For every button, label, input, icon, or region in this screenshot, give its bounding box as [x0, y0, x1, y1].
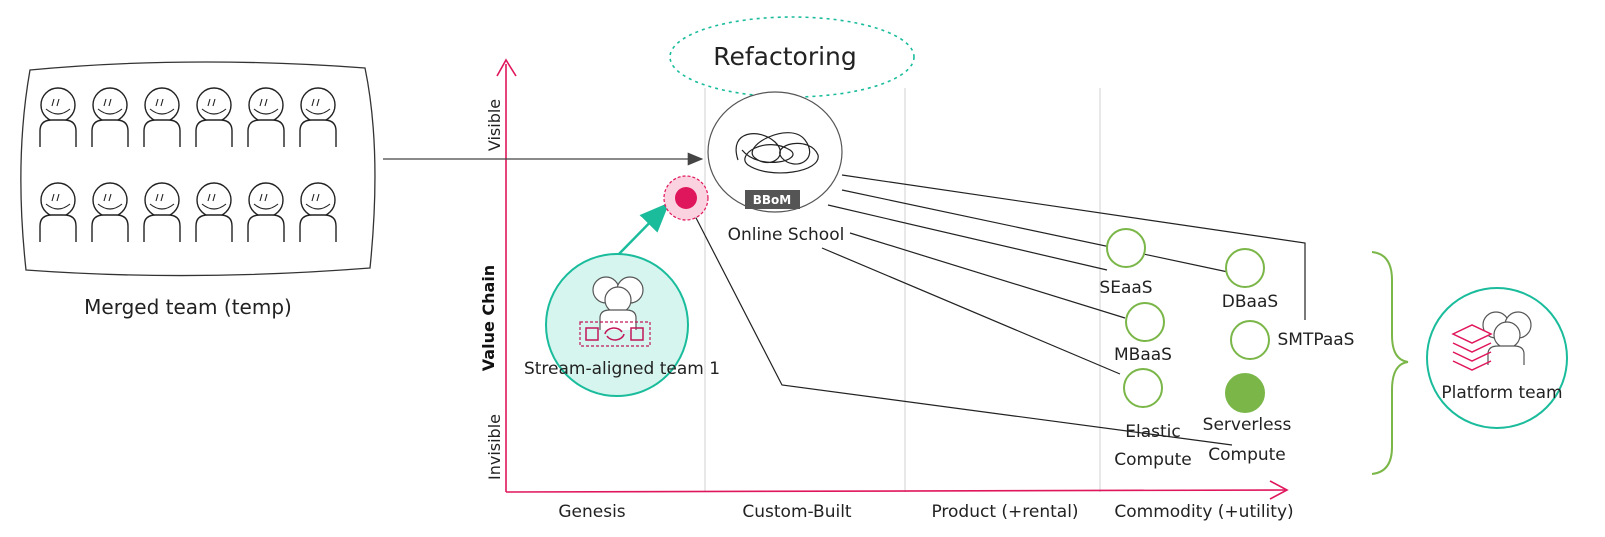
stream-team-label: Stream-aligned team 1	[524, 359, 720, 379]
stage-product: Product (+rental)	[931, 502, 1078, 522]
link-seaas	[827, 204, 1108, 271]
stream-team-arrow	[616, 202, 670, 257]
seaas-label: SEaaS	[1099, 278, 1152, 298]
x-axis-arrow	[1269, 480, 1289, 500]
elastic-label-1: Elastic	[1125, 422, 1180, 442]
link-smtpaas	[841, 174, 1306, 320]
link-dbaas	[841, 189, 1229, 273]
component-smtpaas: SMTPaaS	[1230, 320, 1355, 360]
stage-custom-built: Custom-Built	[742, 502, 852, 522]
bbom-tag-label: BBoM	[753, 193, 791, 207]
y-axis-top-label: Visible	[485, 99, 504, 151]
bbom-tag	[745, 190, 800, 209]
flow-icon	[579, 321, 651, 347]
stage-commodity: Commodity (+utility)	[1114, 502, 1293, 522]
component-elastic-compute: Elastic Compute	[1114, 368, 1192, 470]
online-school-node: BBoM Online School	[707, 91, 845, 245]
serverless-label-1: Serverless	[1203, 415, 1292, 435]
x-axis-line	[505, 489, 1286, 493]
stream-team-people-icon	[592, 276, 644, 330]
layers-icon	[1451, 324, 1493, 371]
platform-team: Platform team	[1426, 287, 1568, 429]
platform-brace	[1371, 251, 1409, 475]
smtpaas-label: SMTPaaS	[1278, 330, 1355, 350]
y-axis-arrow	[496, 58, 517, 77]
mbaas-label: MBaaS	[1114, 345, 1172, 365]
platform-team-people-icon	[1482, 311, 1532, 365]
link-elastic	[821, 247, 1121, 375]
scribble-icon	[735, 132, 819, 174]
dbaas-label: DBaaS	[1222, 292, 1278, 312]
merged-team-label: Merged team (temp)	[84, 295, 292, 319]
stream-aligned-team: Stream-aligned team 1	[524, 253, 720, 397]
platform-team-label: Platform team	[1441, 383, 1562, 403]
elastic-label-2: Compute	[1114, 450, 1192, 470]
component-seaas: SEaaS	[1099, 228, 1153, 298]
refactoring-label: Refactoring	[713, 42, 857, 71]
refactoring-cloud: Refactoring	[669, 16, 915, 98]
y-axis-bottom-label: Invisible	[485, 414, 504, 480]
link-serverless	[692, 211, 1233, 446]
y-axis-label: Value Chain	[479, 265, 498, 371]
stage-genesis: Genesis	[558, 502, 625, 522]
link-mbaas	[849, 232, 1126, 319]
stream-team-position-marker	[663, 175, 709, 221]
component-serverless-compute: Serverless Compute	[1203, 373, 1292, 465]
serverless-label-2: Compute	[1208, 445, 1286, 465]
merged-team-group: Merged team (temp)	[20, 61, 376, 319]
axes	[496, 58, 1289, 500]
component-mbaas: MBaaS	[1114, 302, 1172, 365]
component-dbaas: DBaaS	[1222, 248, 1278, 312]
online-school-label: Online School	[728, 225, 845, 245]
